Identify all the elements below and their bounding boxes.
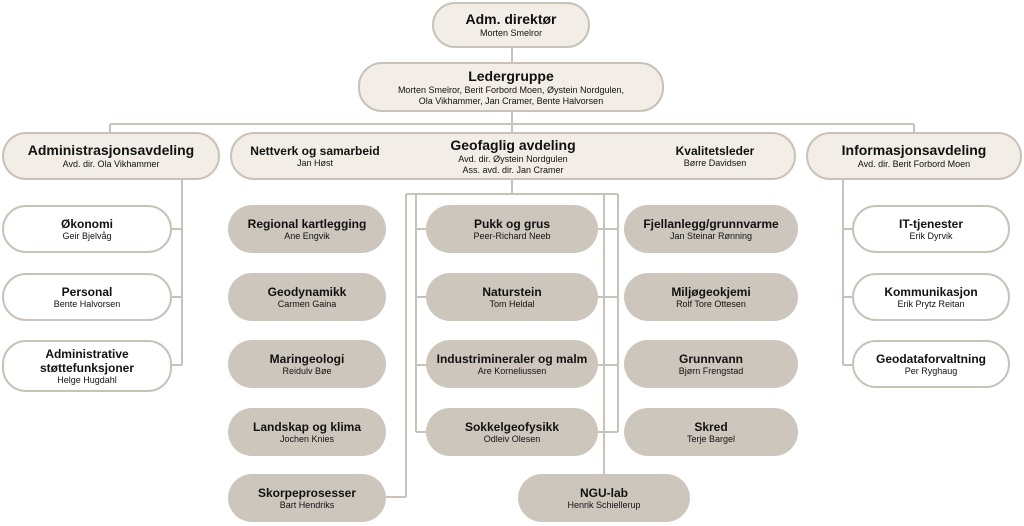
admin-dept-box: Administrasjonsavdeling Avd. dir. Ola Vi… (2, 132, 220, 180)
unit-okonomi: Økonomi Geir Bjelvåg (2, 205, 172, 253)
unit-leader: Bjørn Frengstad (678, 365, 744, 376)
unit-skred: Skred Terje Bargel (624, 408, 798, 456)
unit-geodynamikk: Geodynamikk Carmen Gaina (228, 273, 386, 321)
unit-administrative-stottefunksjoner: Administrative støttefunksjoner Helge Hu… (2, 340, 172, 392)
unit-ngu-lab: NGU-lab Henrik Schiellerup (518, 474, 690, 522)
ledergruppe-members-line2: Ola Vikhammer, Jan Cramer, Bente Halvors… (418, 95, 604, 106)
network-block: Nettverk og samarbeid Jan Høst (240, 144, 390, 169)
unit-title-line2: støttefunksjoner (39, 360, 134, 375)
unit-pukk-og-grus: Pukk og grus Peer-Richard Neeb (426, 205, 598, 253)
unit-leader: Geir Bjelvåg (62, 230, 112, 241)
unit-title: Pukk og grus (473, 216, 550, 231)
unit-title: Skorpeprosesser (257, 485, 357, 500)
unit-leader: Helge Hugdahl (57, 374, 117, 385)
unit-title: Økonomi (60, 216, 113, 231)
ledergruppe-title: Ledergruppe (468, 67, 554, 84)
unit-title: Personal (61, 284, 113, 299)
adm-director-name: Morten Smelror (479, 28, 542, 38)
unit-grunnvann: Grunnvann Bjørn Frengstad (624, 340, 798, 388)
unit-miljogeokjemi: Miljøgeokjemi Rolf Tore Ottesen (624, 273, 798, 321)
unit-leader: Reidulv Bøe (282, 365, 332, 376)
unit-personal: Personal Bente Halvorsen (2, 273, 172, 321)
unit-landskap-og-klima: Landskap og klima Jochen Knies (228, 408, 386, 456)
unit-title: Geodataforvaltning (875, 351, 986, 366)
ledergruppe-members-line1: Morten Smelror, Berit Forbord Moen, Øyst… (397, 84, 625, 95)
unit-title: Landskap og klima (252, 419, 362, 434)
unit-maringeologi: Maringeologi Reidulv Bøe (228, 340, 386, 388)
unit-title: Fjellanlegg/grunnvarme (643, 216, 779, 231)
geo-dept-box: Geofaglig avdeling Avd. dir. Øystein Nor… (230, 132, 796, 180)
unit-kommunikasjon: Kommunikasjon Erik Prytz Reitan (852, 273, 1010, 321)
unit-skorpeprosesser: Skorpeprosesser Bart Hendriks (228, 474, 386, 522)
unit-title: Kommunikasjon (884, 284, 978, 299)
unit-title-line1: Administrative (45, 346, 129, 361)
unit-leader: Per Ryghaug (904, 365, 958, 376)
unit-title: Miljøgeokjemi (671, 284, 751, 299)
unit-title: Sokkelgeofysikk (464, 419, 560, 434)
admin-dept-director: Avd. dir. Ola Vikhammer (62, 159, 160, 169)
unit-leader: Henrik Schiellerup (567, 499, 641, 510)
unit-leader: Ane Engvik (284, 230, 330, 241)
unit-sokkelgeofysikk: Sokkelgeofysikk Odleiv Olesen (426, 408, 598, 456)
quality-block: Kvalitetsleder Børre Davidsen (650, 144, 780, 169)
unit-leader: Rolf Tore Ottesen (676, 298, 746, 309)
unit-title: Skred (694, 419, 728, 434)
unit-leader: Erik Prytz Reitan (897, 298, 965, 309)
unit-title: Industrimineraler og malm (436, 351, 588, 366)
network-name: Jan Høst (296, 158, 333, 168)
unit-it-tjenester: IT-tjenester Erik Dyrvik (852, 205, 1010, 253)
unit-geodataforvaltning: Geodataforvaltning Per Ryghaug (852, 340, 1010, 388)
info-dept-title: Informasjonsavdeling (841, 142, 987, 158)
unit-naturstein: Naturstein Tom Heldal (426, 273, 598, 321)
unit-fjellanlegg-grunnvarme: Fjellanlegg/grunnvarme Jan Steinar Rønni… (624, 205, 798, 253)
geo-dept-title: Geofaglig avdeling (450, 136, 576, 153)
info-dept-box: Informasjonsavdeling Avd. dir. Berit For… (806, 132, 1022, 180)
geo-dept-director: Avd. dir. Øystein Nordgulen (458, 153, 568, 164)
unit-leader: Bente Halvorsen (53, 298, 121, 309)
unit-title: Grunnvann (678, 351, 743, 366)
unit-leader: Jochen Knies (279, 433, 335, 444)
unit-leader: Erik Dyrvik (909, 230, 953, 241)
unit-title: IT-tjenester (898, 216, 964, 231)
admin-dept-title: Administrasjonsavdeling (27, 142, 195, 158)
unit-regional-kartlegging: Regional kartlegging Ane Engvik (228, 205, 386, 253)
unit-title: Geodynamikk (267, 284, 347, 299)
unit-leader: Bart Hendriks (279, 499, 335, 510)
ledergruppe-box: Ledergruppe Morten Smelror, Berit Forbor… (358, 62, 664, 112)
unit-title: Regional kartlegging (247, 216, 367, 231)
unit-leader: Are Korneliussen (477, 365, 547, 376)
unit-title: NGU-lab (580, 485, 628, 500)
unit-title: Naturstein (482, 284, 542, 299)
unit-leader: Odleiv Olesen (483, 433, 541, 444)
unit-leader: Terje Bargel (686, 433, 736, 444)
unit-title: Maringeologi (269, 351, 345, 366)
unit-industrimineraler-og-malm: Industrimineraler og malm Are Korneliuss… (426, 340, 598, 388)
quality-title: Kvalitetsleder (675, 144, 755, 158)
adm-director-title: Adm. direktør (465, 11, 557, 27)
unit-leader: Jan Steinar Rønning (669, 230, 753, 241)
adm-director-box: Adm. direktør Morten Smelror (432, 2, 590, 48)
unit-leader: Peer-Richard Neeb (473, 230, 551, 241)
network-title: Nettverk og samarbeid (250, 144, 380, 158)
info-dept-director: Avd. dir. Berit Forbord Moen (857, 159, 971, 169)
quality-name: Børre Davidsen (683, 158, 747, 168)
geo-dept-assistant-director: Ass. avd. dir. Jan Cramer (462, 164, 564, 175)
unit-leader: Tom Heldal (489, 298, 535, 309)
unit-leader: Carmen Gaina (277, 298, 337, 309)
